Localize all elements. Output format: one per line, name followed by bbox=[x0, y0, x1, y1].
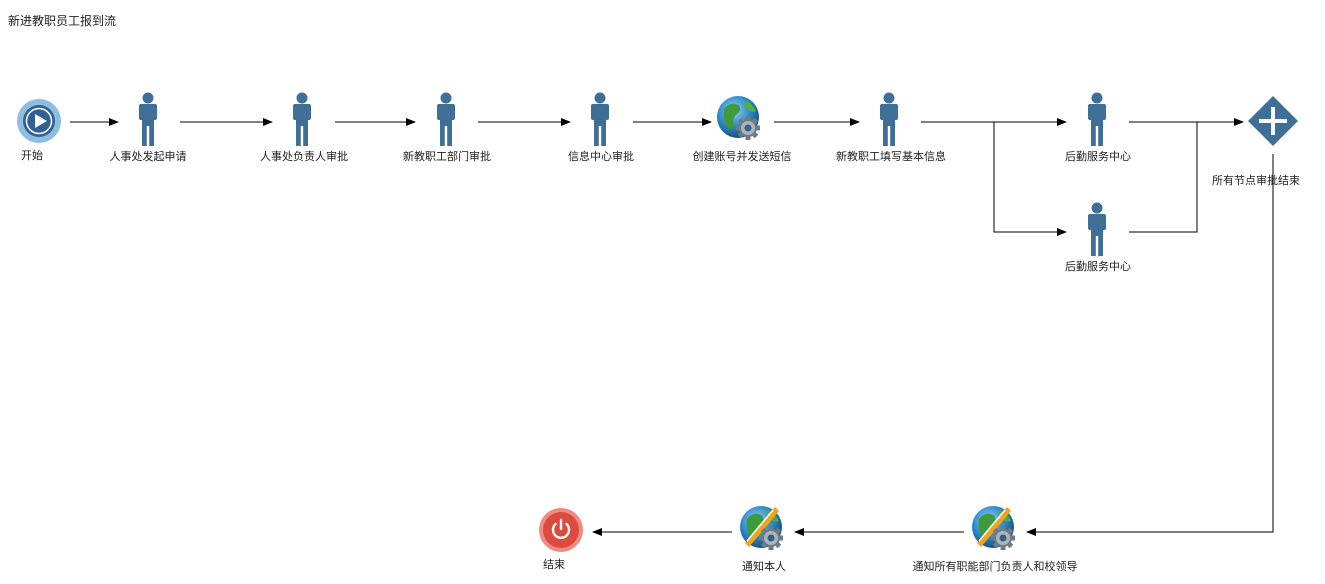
dept-approve-person-icon[interactable] bbox=[437, 92, 455, 147]
create-account-gear-icon bbox=[736, 116, 760, 140]
diagram-title: 新进教职员工报到流 bbox=[8, 14, 117, 28]
create-account-globe-gear-icon[interactable] bbox=[717, 96, 760, 140]
hr-head-person-icon[interactable] bbox=[293, 92, 311, 147]
fill-info-label: 新教职工填写基本信息 bbox=[836, 150, 946, 163]
fill-info-person-icon[interactable] bbox=[880, 92, 898, 147]
gateway-label: 所有节点审批结束 bbox=[1212, 174, 1300, 187]
notify-self-gear-icon bbox=[759, 526, 783, 550]
notify-leaders-globe-mail-gear-icon[interactable] bbox=[972, 506, 1015, 550]
edge-gateway-notify bbox=[1026, 154, 1274, 536]
parallel-gateway-icon[interactable] bbox=[1248, 96, 1298, 146]
info-center-person-icon[interactable] bbox=[591, 92, 609, 147]
end-power-icon[interactable] bbox=[539, 508, 583, 552]
create-account-label: 创建账号并发送短信 bbox=[692, 150, 792, 163]
logistics-2-person-icon[interactable] bbox=[1088, 202, 1106, 257]
hr-head-label: 人事处负责人审批 bbox=[260, 150, 348, 163]
notify-self-label: 通知本人 bbox=[742, 560, 786, 573]
logistics-1-label: 后勤服务中心 bbox=[1065, 150, 1131, 163]
hr-initiate-person-icon[interactable] bbox=[139, 92, 157, 147]
end-label: 结束 bbox=[543, 558, 565, 571]
edge-log2-merge bbox=[1129, 122, 1198, 233]
edge-fill-log2 bbox=[993, 122, 1067, 236]
logistics-2-label: 后勤服务中心 bbox=[1065, 260, 1131, 273]
notify-leaders-label: 通知所有职能部门负责人和校领导 bbox=[912, 560, 1078, 573]
start-play-icon[interactable] bbox=[17, 99, 61, 143]
hr-initiate-label: 人事处发起申请 bbox=[109, 150, 187, 163]
notify-leaders-gear-icon bbox=[991, 526, 1015, 550]
start-label: 开始 bbox=[21, 149, 43, 162]
notify-self-globe-mail-gear-icon[interactable] bbox=[740, 506, 783, 550]
logistics-1-person-icon[interactable] bbox=[1088, 92, 1106, 147]
dept-approve-label: 新教职工部门审批 bbox=[403, 150, 491, 163]
info-center-label: 信息中心审批 bbox=[568, 150, 634, 163]
